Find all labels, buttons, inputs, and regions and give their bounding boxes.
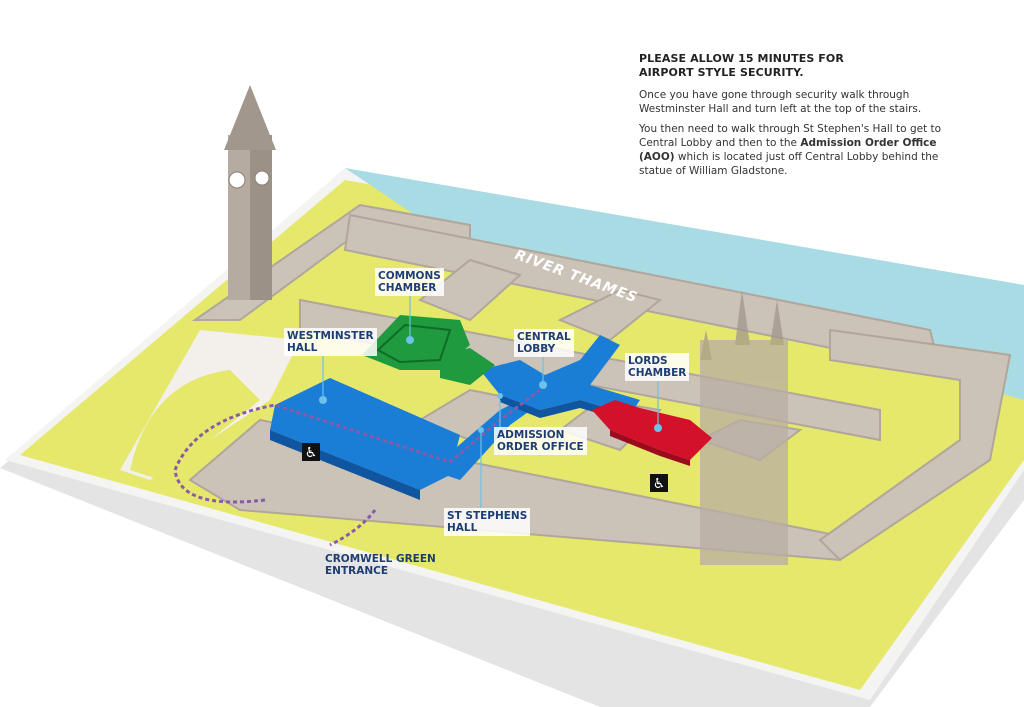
wheelchair-access-icon: ♿: [650, 474, 668, 492]
paragraph-2-text-end: which is located just off Central Lobby …: [639, 151, 939, 177]
commons-chamber[interactable]: [362, 315, 495, 385]
location-markers: [319, 336, 662, 433]
heading-line-2: AIRPORT STYLE SECURITY.: [639, 66, 804, 79]
wheelchair-access-icon: ♿: [302, 443, 320, 461]
walking-route-dotted: [173, 388, 541, 547]
central-lobby-route[interactable]: [480, 335, 640, 422]
svg-text:♿: ♿: [653, 476, 666, 492]
heading-line-1: PLEASE ALLOW 15 MINUTES FOR: [639, 52, 844, 65]
big-ben-tower: [224, 85, 276, 300]
paragraph-2-text: You then need to walk through St Stephen…: [639, 123, 942, 149]
route-st-stephens-hall[interactable]: [430, 390, 545, 480]
label-lords-chamber[interactable]: LORDS CHAMBER: [625, 353, 690, 381]
label-westminster-hall[interactable]: WESTMINSTER HALL: [284, 328, 377, 356]
instructions-paragraph-2: You then need to walk through St Stephen…: [639, 122, 969, 178]
svg-text:♿: ♿: [305, 445, 318, 461]
aoo-name: Admission Order Office (AOO): [639, 137, 937, 163]
label-admission-order-office[interactable]: ADMISSION ORDER OFFICE: [494, 427, 587, 455]
instructions-paragraph-1: Once you have gone through security walk…: [639, 89, 922, 115]
lords-chamber[interactable]: [592, 400, 712, 466]
label-commons-chamber[interactable]: COMMONS CHAMBER: [375, 268, 444, 296]
label-cromwell-green-entrance[interactable]: CROMWELL GREEN ENTRANCE: [325, 553, 436, 577]
label-st-stephens-hall[interactable]: ST STEPHENS HALL: [444, 508, 531, 536]
victoria-tower: [700, 290, 788, 565]
label-central-lobby[interactable]: CENTRAL LOBBY: [514, 329, 574, 357]
